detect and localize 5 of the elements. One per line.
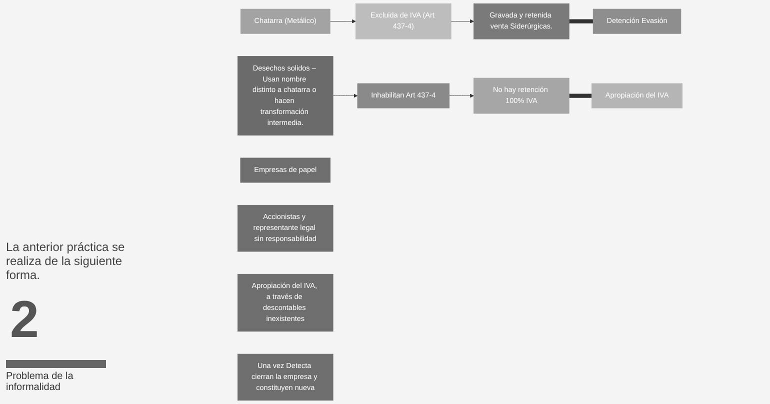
connector bbox=[568, 19, 594, 24]
section-caption: Problema de la informalidad bbox=[6, 360, 106, 393]
note-text: La anterior práctica se realiza de la siguiente forma. bbox=[6, 240, 126, 282]
section-number: 2 bbox=[10, 290, 39, 350]
connector bbox=[568, 94, 592, 98]
